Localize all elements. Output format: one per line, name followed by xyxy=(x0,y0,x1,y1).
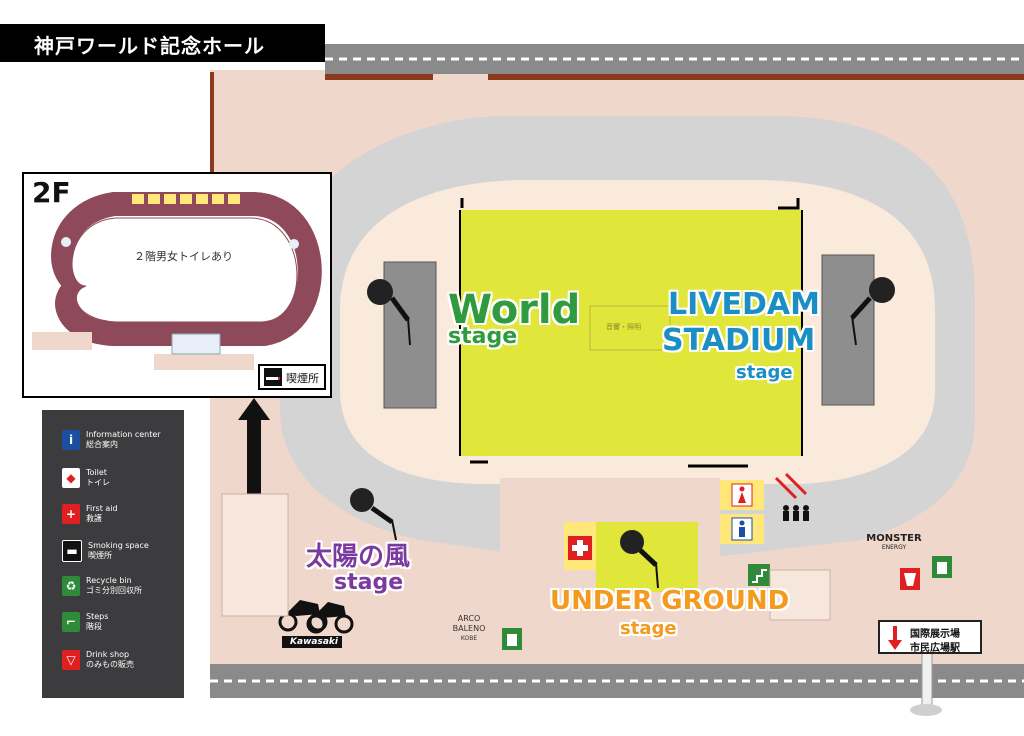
second-floor-note: ２階男女トイレあり xyxy=(134,250,233,263)
steps-icon xyxy=(748,564,770,586)
stairs xyxy=(769,569,831,621)
title-bar xyxy=(0,24,325,62)
energy-line: ENERGY xyxy=(881,544,907,551)
livedam-stage-sub: stage xyxy=(736,362,793,383)
recycle-icon xyxy=(932,556,952,578)
livedam-stage-title-2: STADIUM xyxy=(662,323,816,358)
rail xyxy=(488,74,1024,80)
microphone-icon xyxy=(850,277,895,346)
smoking-area-label: 喫煙所 xyxy=(286,372,319,385)
livedam-stage-platform xyxy=(821,254,875,406)
toilet-icon: ◆ xyxy=(62,468,80,488)
recycle-icon: ♻ xyxy=(62,576,80,596)
first-aid-icon: + xyxy=(62,504,80,524)
pa-booth xyxy=(589,305,671,351)
people-icon xyxy=(783,505,809,521)
toilet-men-icon xyxy=(731,517,753,541)
toilet-women-icon xyxy=(731,483,753,507)
direction-arrows-icon xyxy=(774,472,808,500)
smoking-area-sign: 喫煙所 xyxy=(258,364,326,390)
kawasaki-plate xyxy=(282,636,342,648)
arco-line: ARCO xyxy=(457,614,481,623)
monster-line: MONSTER xyxy=(866,533,922,544)
drink-icon xyxy=(900,568,920,590)
main-field xyxy=(460,210,802,456)
recycle-icon xyxy=(502,628,522,650)
underground-stage-sub: stage xyxy=(620,618,677,639)
exit-sign-line2: 市民広場駅 xyxy=(910,643,960,654)
exit-direction-sign: 国際展示場 市民広場駅 xyxy=(878,620,982,654)
monster-energy-logo: MONSTER ENERGY xyxy=(856,534,932,552)
up-arrow-icon xyxy=(238,398,270,502)
baleno-line: BALENO xyxy=(452,624,486,633)
kawasaki-logo: Kawasaki xyxy=(290,637,338,647)
livedam-stage-title-1: LIVEDAM xyxy=(668,287,820,322)
taiyo-stage-title: 太陽の風 xyxy=(306,542,411,572)
exit-sign-line1: 国際展示場 xyxy=(910,629,960,640)
arco-baleno-logo: ARCO BALENO KOBE xyxy=(444,614,494,644)
motorcycle-icon xyxy=(278,600,354,634)
first-aid-icon xyxy=(568,536,592,560)
world-stage-sub: stage xyxy=(448,324,518,349)
kobe-line: KOBE xyxy=(460,635,478,642)
underground-stage-title: UNDER GROUND xyxy=(550,586,790,616)
taiyo-stage-sub: stage xyxy=(334,570,404,595)
venue-title: 神戸ワールド記念ホール xyxy=(34,34,265,58)
rail xyxy=(325,74,433,80)
floor-label: 2F xyxy=(32,176,71,209)
microphone-icon xyxy=(350,488,397,541)
second-floor-ring xyxy=(32,192,322,370)
steps-icon: ⌐ xyxy=(62,612,80,632)
microphone-icon xyxy=(620,530,659,589)
sign-post xyxy=(921,651,933,709)
down-arrow-icon xyxy=(888,626,902,650)
drink-icon: ▽ xyxy=(62,650,80,670)
rail xyxy=(210,72,214,192)
world-stage-title: World xyxy=(448,287,581,333)
second-floor-inset: 2F ２階男女トイレあり xyxy=(22,172,332,398)
microphone-icon xyxy=(367,279,411,346)
smoking-icon xyxy=(264,368,282,386)
info-icon: i xyxy=(62,430,80,450)
smoking-icon: ▬ xyxy=(62,540,82,562)
stairs xyxy=(221,493,289,617)
pa-booth-label: 音響・照明 xyxy=(606,323,641,331)
